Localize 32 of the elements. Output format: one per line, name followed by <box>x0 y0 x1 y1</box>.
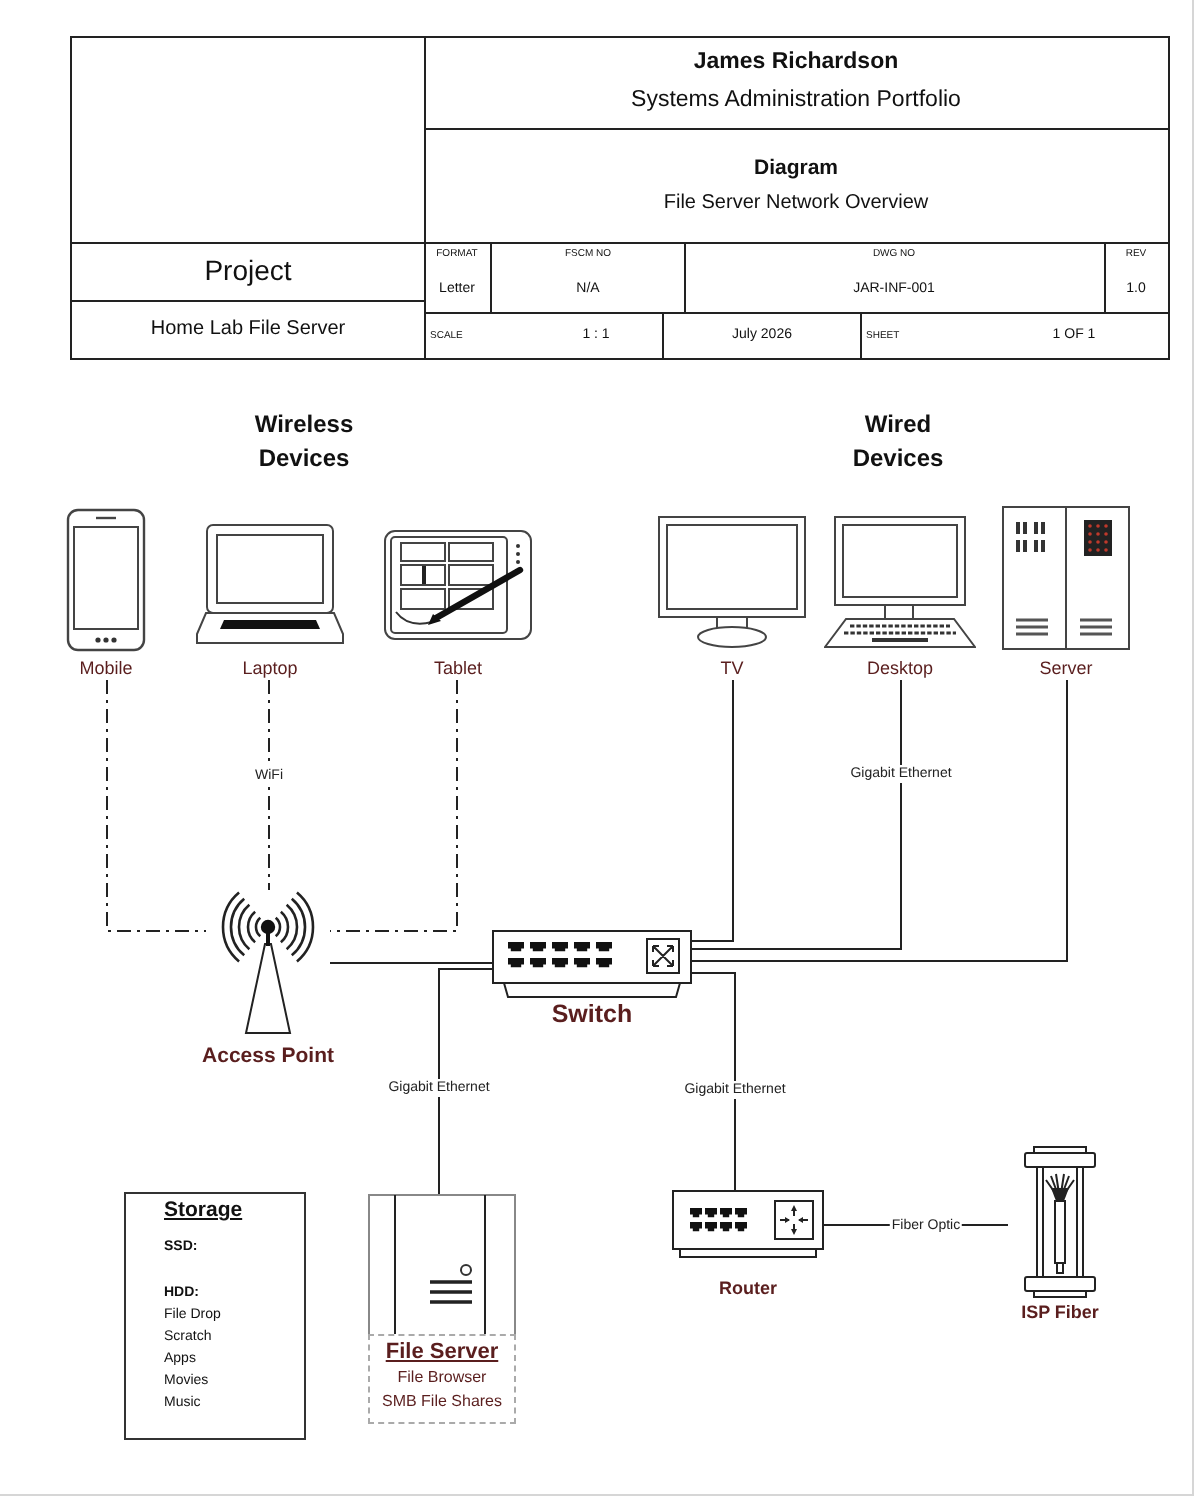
section-heading: Wired Devices <box>850 408 946 476</box>
device-label: Switch <box>551 1000 633 1030</box>
section-heading: Wireless Devices <box>252 408 356 476</box>
connector <box>329 962 493 964</box>
device-label: Access Point <box>202 1044 334 1070</box>
connector <box>691 679 902 950</box>
device-label: Server <box>1039 658 1093 680</box>
panel-heading: Storage <box>164 1196 243 1224</box>
connector <box>691 679 1068 962</box>
connector <box>691 972 736 1191</box>
author-name: James Richardson <box>693 48 899 76</box>
portfolio-title: Systems Administration Portfolio <box>631 86 961 114</box>
device-label: ISP Fiber <box>1021 1302 1099 1324</box>
dashed-connector <box>268 679 270 891</box>
device-label: Mobile <box>79 658 133 680</box>
dashed-connector <box>329 679 458 932</box>
project-heading: Project <box>204 254 292 288</box>
panel-heading: File Server <box>385 1340 499 1366</box>
device-label: Desktop <box>866 658 934 680</box>
device-label: Router <box>719 1278 777 1300</box>
drawing-title: File Server Network Overview <box>663 190 929 216</box>
project-name: Home Lab File Server <box>150 316 346 342</box>
service-item: SMB File Shares <box>381 1390 503 1414</box>
device-label: Laptop <box>242 658 298 680</box>
service-item: File Browser <box>397 1366 487 1390</box>
drawing-type: Diagram <box>754 156 838 182</box>
connector <box>438 968 493 1195</box>
connector <box>691 679 734 942</box>
device-label: Tablet <box>433 658 483 680</box>
device-label: TV <box>720 658 744 680</box>
dashed-connector <box>106 679 207 932</box>
list-panel <box>124 1192 306 1440</box>
